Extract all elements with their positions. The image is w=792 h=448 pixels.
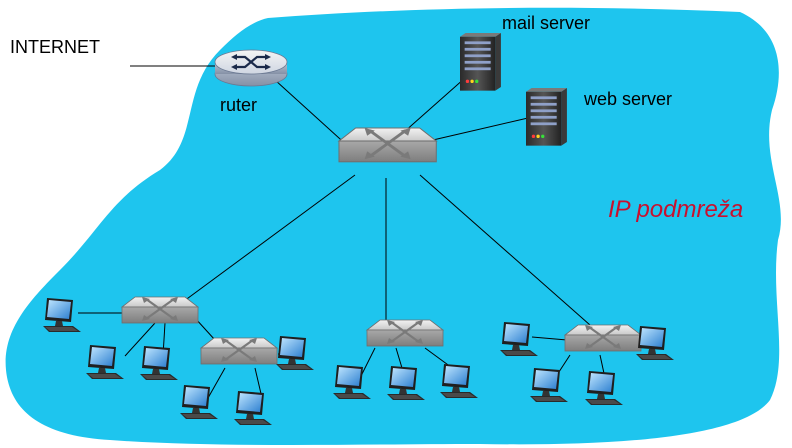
switch-icon (199, 336, 279, 366)
link-core-switch-left (179, 174, 356, 305)
subnet-label: IP podmreža (608, 196, 744, 223)
mail-server-label: mail server (502, 13, 591, 33)
link-web-core (419, 117, 529, 144)
web-server-label: web server (584, 89, 673, 109)
switch-icon (120, 295, 200, 325)
switch-icon (365, 318, 445, 348)
switch-icon (563, 323, 643, 353)
switch-icon (337, 126, 438, 164)
core-switch (337, 126, 438, 164)
link-core-switch-right (419, 174, 591, 326)
internet-label: INTERNET (10, 37, 100, 57)
link-router-core (274, 79, 351, 149)
mail-server-icon (460, 33, 501, 91)
web-server-icon (526, 88, 567, 146)
router-icon (214, 49, 288, 87)
router-label: ruter (220, 95, 258, 115)
